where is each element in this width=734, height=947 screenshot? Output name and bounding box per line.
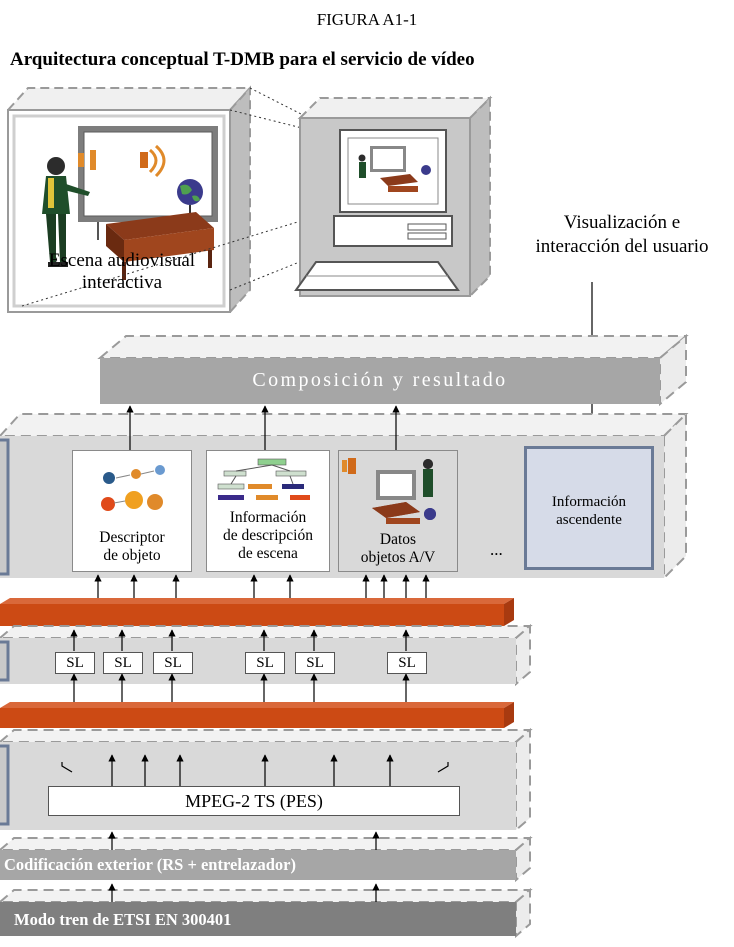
upstream-info-box: Información ascendente <box>524 446 654 570</box>
composition-label: Composición y resultado <box>252 369 508 391</box>
av-objects-label: Datos objetos A/V <box>339 531 457 567</box>
mpeg2-ts-label: MPEG-2 TS (PES) <box>185 791 323 811</box>
computer-icon <box>294 129 460 291</box>
scene-description-box: Información de descripción de escena <box>206 450 330 572</box>
upstream-line2: ascendente <box>556 512 622 528</box>
scene-caption-line2: interactiva <box>81 272 163 293</box>
orange-band-1 <box>0 598 514 626</box>
stream-mode-label: Modo tren de ETSI EN 300401 <box>14 910 232 929</box>
scene-info-line2: de descripción <box>223 527 313 544</box>
orange-band-2 <box>0 702 514 728</box>
user-label-line2: interacción del usuario <box>535 236 709 257</box>
user-label: Visualización e interacción del usuario <box>510 211 734 259</box>
scene-caption: Escena audiovisual interactiva <box>22 250 222 294</box>
composition-layer-frame <box>97 333 689 407</box>
sl-box: SL <box>295 652 335 674</box>
object-descriptor-box: Descriptor de objeto <box>72 450 192 572</box>
upstream-info-label: Información ascendente <box>527 493 651 529</box>
presenter-icon <box>42 157 90 267</box>
outer-coding-layer-frame <box>0 835 533 883</box>
more-objects-ellipsis: ... <box>490 540 503 559</box>
outer-coding-label: Codificación exterior (RS + entrelazador… <box>4 855 296 874</box>
figure-label: FIGURA A1-1 <box>316 10 418 29</box>
desk-icon <box>106 212 214 280</box>
descriptor-line1: Descriptor <box>99 529 165 546</box>
upstream-line1: Información <box>551 494 627 510</box>
sl-box: SL <box>103 652 143 674</box>
sl-box: SL <box>387 652 427 674</box>
object-descriptor-label: Descriptor de objeto <box>73 529 191 565</box>
user-label-line1: Visualización e <box>563 212 681 233</box>
av-line1: Datos <box>379 531 417 548</box>
descriptor-line2: de objeto <box>103 547 161 564</box>
flow-arrows <box>61 405 449 902</box>
sl-box: SL <box>55 652 95 674</box>
scene-caption-line1: Escena audiovisual <box>48 250 196 271</box>
sl-box: SL <box>153 652 193 674</box>
av-objects-box: Datos objetos A/V <box>338 450 458 572</box>
mpeg2-ts-box: MPEG-2 TS (PES) <box>48 786 460 816</box>
stream-mode-layer-frame <box>0 887 533 939</box>
scene-info-line1: Información <box>229 509 307 526</box>
scene-description-label: Información de descripción de escena <box>207 509 329 563</box>
av-line2: objetos A/V <box>360 549 436 566</box>
scene-info-line3: de escena <box>238 545 298 562</box>
figure-title: Arquitectura conceptual T-DMB para el se… <box>10 49 475 70</box>
sl-box: SL <box>245 652 285 674</box>
